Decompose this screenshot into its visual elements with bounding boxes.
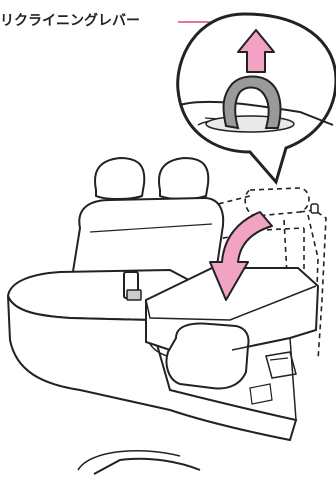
seat-handle[interactable]	[167, 324, 249, 389]
lever-marker	[311, 204, 318, 213]
seat-belt-buckle	[124, 272, 141, 300]
